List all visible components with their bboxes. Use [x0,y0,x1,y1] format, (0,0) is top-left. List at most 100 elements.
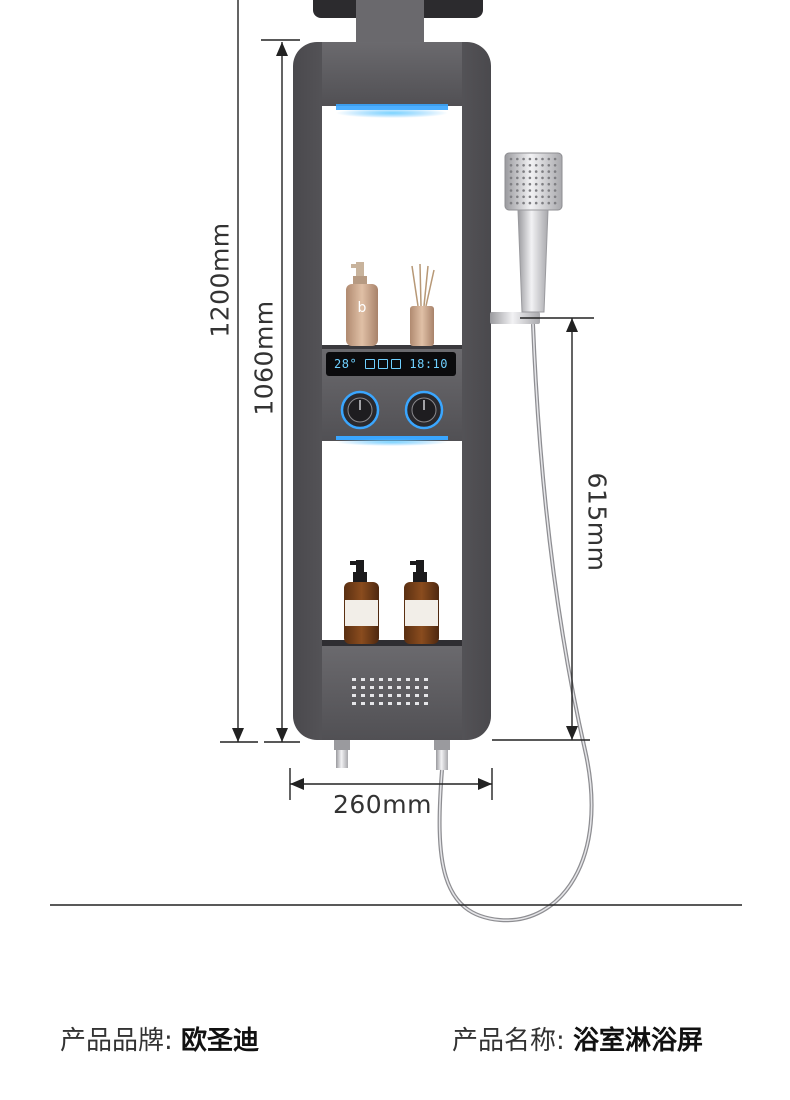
spray-nozzle [352,686,356,689]
product-brand-value: 欧圣迪 [181,1026,260,1056]
hand-shower-nozzle [547,182,551,186]
hand-shower-nozzle [509,164,513,167]
hand-shower-nozzle [528,189,532,192]
hand-shower-nozzle [547,189,551,192]
spray-nozzle [361,702,365,705]
product-brand-label: 产品品牌: [60,1026,173,1056]
hand-shower-nozzle [516,157,519,161]
hand-shower-nozzle [553,170,557,173]
hand-shower-nozzle [534,176,538,180]
product-name-value: 浴室淋浴屏 [573,1026,704,1056]
hand-shower-nozzle [534,195,538,199]
spray-nozzle [388,702,392,705]
hand-shower-nozzle [509,195,513,199]
hand-shower-nozzle [553,182,557,186]
hand-shower-nozzle [528,170,532,173]
spray-nozzle [379,702,383,705]
hand-shower-nozzle [522,182,525,186]
hand-shower-nozzle [528,182,532,186]
spray-nozzle [406,686,410,689]
hand-shower-nozzle [516,170,519,173]
body-spray-nozzles [352,678,428,705]
hand-shower-nozzle [547,195,551,199]
hand-shower-nozzle [534,201,538,205]
display-screen: 28° 18:10 [328,353,454,375]
hand-shower-nozzle [522,176,525,180]
hand-shower-nozzle [553,176,557,180]
temperature-dial-icon [340,390,380,430]
display-mode-icons [365,359,402,369]
spray-nozzle [415,686,419,689]
hand-shower-nozzle [509,170,513,173]
spray-nozzle [352,694,356,697]
hand-shower-icon [504,152,563,313]
hand-shower-nozzle [553,164,557,167]
hand-shower-nozzle [534,164,538,167]
hand-shower-nozzle [553,157,557,161]
flow-dial-icon [404,390,444,430]
hand-shower-nozzle [547,170,551,173]
spray-nozzle [424,678,428,681]
spray-nozzle [397,702,401,705]
hand-shower-nozzle [541,195,544,199]
spray-nozzle [352,678,356,681]
hand-shower-nozzle [541,170,544,173]
hand-shower-nozzle [522,164,525,167]
hand-shower-nozzle [516,195,519,199]
amber-bottle-left-icon [344,560,379,644]
hand-shower-nozzle [541,176,544,180]
spray-nozzle [424,686,428,689]
spray-nozzle [397,694,401,697]
hand-shower-nozzle [528,201,532,205]
product-name: 产品名称: 浴室淋浴屏 [452,1020,703,1057]
spray-nozzle [397,678,401,681]
display-temperature: 28° [334,357,358,371]
spray-nozzle [424,694,428,697]
hand-shower-nozzle [516,182,519,186]
spray-nozzle [406,678,410,681]
hand-shower-nozzle [522,201,525,205]
spray-nozzle [388,686,392,689]
spray-nozzle [406,702,410,705]
hand-shower-nozzle [522,157,525,161]
hand-shower-nozzle [547,157,551,161]
spray-nozzle [388,694,392,697]
hand-shower-nozzle [509,182,513,186]
spray-nozzle [397,686,401,689]
spray-nozzle [361,694,365,697]
hand-shower-nozzle [541,164,544,167]
svg-text:b: b [358,300,367,316]
total-height-label: 1200mm [205,222,235,338]
upper-shelf [322,345,462,349]
amber-bottle-right-icon [404,560,439,644]
hand-shower-nozzle [516,189,519,192]
hand-shower-nozzle [528,164,532,167]
product-name-label: 产品名称: [452,1026,565,1056]
lotion-bottle-icon: b [346,262,378,346]
hand-shower-nozzle [516,164,519,167]
hand-shower-nozzle [541,189,544,192]
hand-shower-nozzle [547,201,551,205]
spray-nozzle [424,702,428,705]
spray-nozzle [406,694,410,697]
hand-shower-nozzle [522,170,525,173]
spray-nozzle [361,686,365,689]
hand-shower-nozzle [516,201,519,205]
hand-shower-nozzle [522,189,525,192]
spray-nozzle [352,702,356,705]
spray-nozzle [370,694,374,697]
hand-shower-nozzle [553,189,557,192]
spray-nozzle [415,694,419,697]
spray-nozzle [370,678,374,681]
hand-shower-nozzle [534,189,538,192]
dimension-lines [220,0,594,800]
hand-shower-nozzle [509,189,513,192]
spray-nozzle [361,678,365,681]
hand-shower-nozzle [522,195,525,199]
hand-shower-nozzle [509,176,513,180]
hand-shower-nozzle [534,157,538,161]
hand-shower-nozzle [541,201,544,205]
hand-shower-nozzle [516,176,519,180]
spray-nozzle [379,678,383,681]
